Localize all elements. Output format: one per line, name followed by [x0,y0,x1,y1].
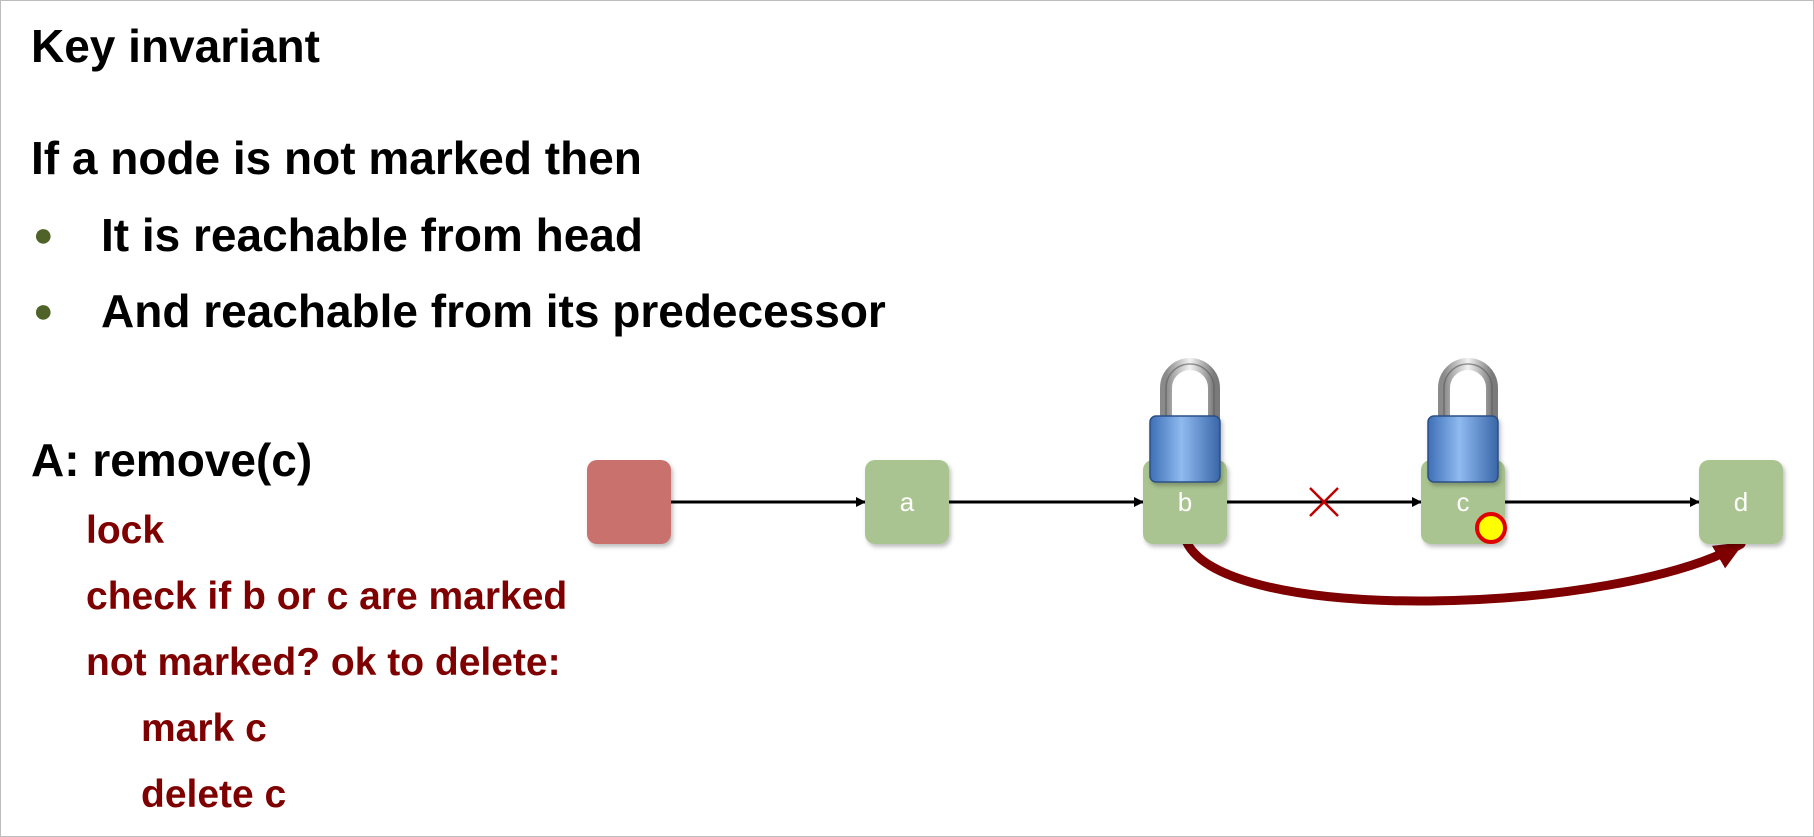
code-line: delete c [141,773,287,816]
list-node-a: a [865,460,949,544]
node-box [865,460,949,544]
bullet-dot-icon: ● [33,216,54,254]
invariant-bullets: ● It is reachable from head ● And reacha… [31,209,886,361]
bullet-text: It is reachable from head [101,209,643,261]
list-node-d: d [1699,460,1783,544]
list-node-head [587,460,671,544]
slide-title: Key invariant [31,20,320,72]
mark-dot-icon [1475,512,1507,544]
bullet-dot-icon: ● [33,292,54,330]
node-label: b [1178,487,1192,517]
code-line: check if b or c are marked [86,575,568,618]
node-label: a [900,487,915,517]
node-label: c [1457,487,1470,517]
code-line: lock [86,509,165,552]
bypass-arrow [1180,533,1746,606]
bullet-item: ● It is reachable from head [31,209,886,285]
node-box [1699,460,1783,544]
node-box [587,460,671,544]
bullet-item: ● And reachable from its predecessor [31,285,886,361]
padlock-icon [1149,358,1221,483]
node-label: d [1734,487,1748,517]
invariant-statement: If a node is not marked then [31,132,642,184]
code-line: not marked? ok to delete: [86,641,561,684]
cross-icon [1309,487,1339,517]
code-line: mark c [141,707,267,750]
padlock-icon [1427,358,1499,483]
bullet-text: And reachable from its predecessor [101,285,886,337]
operation-title: A: remove(c) [31,434,313,486]
